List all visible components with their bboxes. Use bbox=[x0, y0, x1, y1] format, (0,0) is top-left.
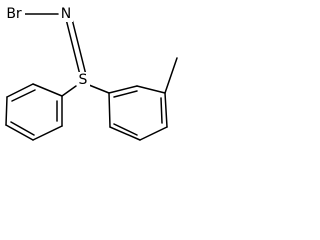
atom-label-s: S bbox=[79, 72, 88, 88]
structure-diagram: Br N S bbox=[3, 6, 178, 141]
atom-nitrogen: N bbox=[60, 6, 73, 22]
phenyl-ring bbox=[5, 83, 63, 141]
atom-label-br: Br bbox=[6, 6, 22, 22]
atom-label-n: N bbox=[61, 6, 71, 22]
bond-s-tolyl bbox=[88, 84, 110, 94]
bond-s-phenyl bbox=[61, 85, 77, 97]
atom-bromine: Br bbox=[3, 6, 25, 22]
atom-sulfur: S bbox=[77, 72, 90, 88]
tolyl-ring bbox=[108, 85, 168, 141]
bond-n-s-double bbox=[65, 20, 87, 74]
methyl-bond bbox=[164, 57, 178, 94]
